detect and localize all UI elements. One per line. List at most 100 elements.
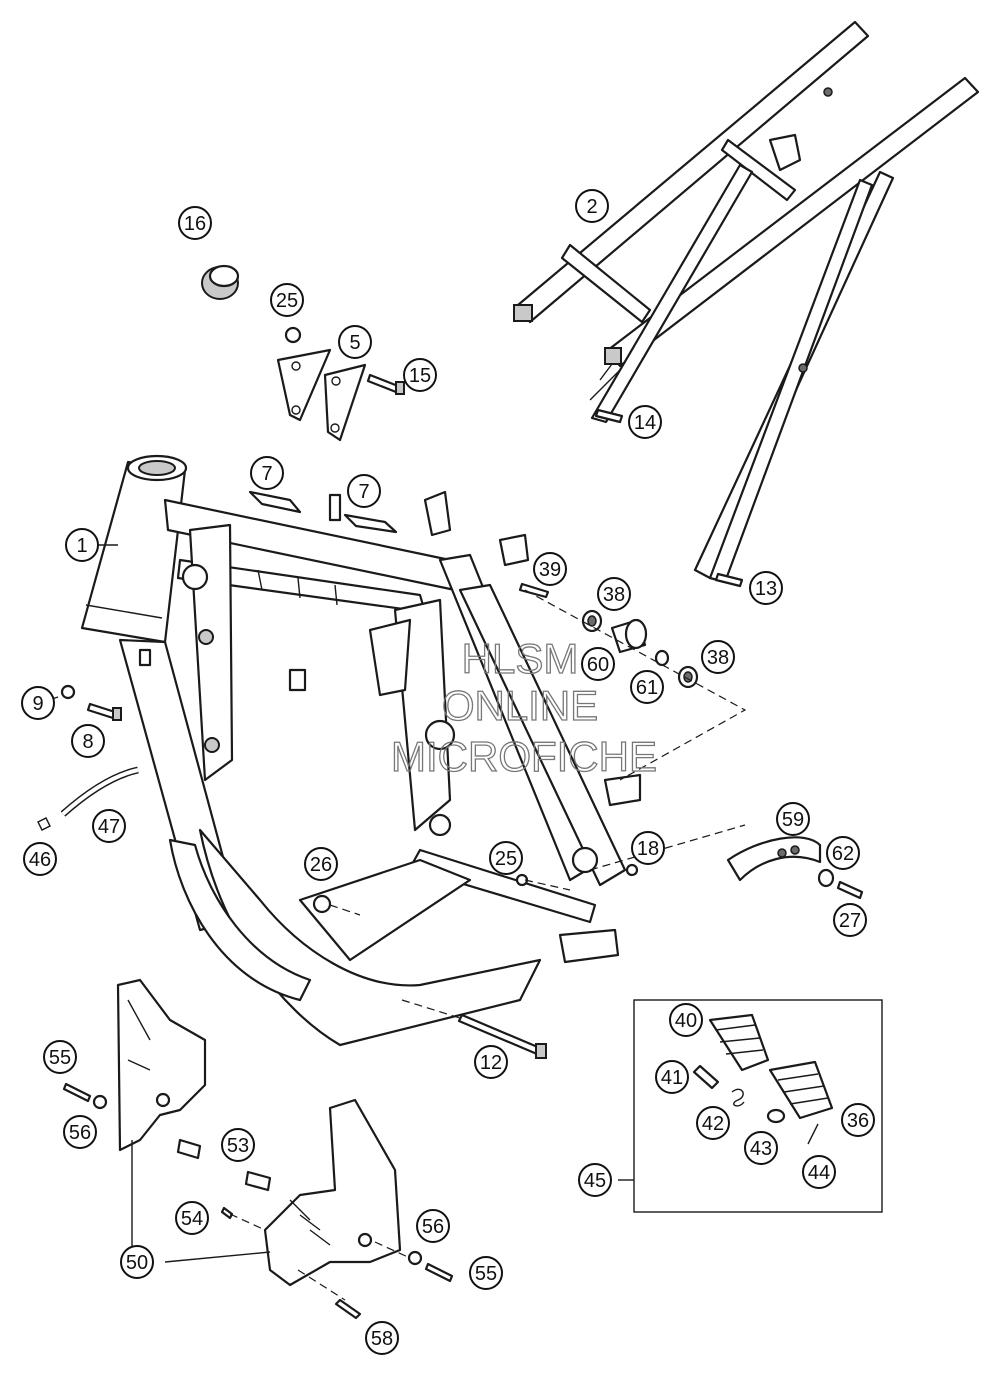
callout-label: 50: [126, 1252, 148, 1274]
callout-circle: [696, 1106, 730, 1140]
washer-38-right: [677, 665, 699, 689]
screw-54: [220, 1206, 234, 1220]
spacer-62: [817, 868, 835, 888]
callout-18: 18: [631, 831, 665, 865]
callout-label: 59: [782, 809, 804, 831]
callout-label: 41: [661, 1067, 683, 1089]
callout-9: 9: [21, 686, 55, 720]
spacer-61: [654, 649, 670, 667]
callout-circle: [304, 847, 338, 881]
spring-42: [731, 1088, 745, 1107]
callout-circle: [701, 640, 735, 674]
callout-12: 12: [474, 1045, 508, 1079]
callout-label: 40: [675, 1010, 697, 1032]
watermark-line3: MICROFICHE: [391, 733, 657, 780]
callout-label: 1: [76, 535, 87, 557]
callout-43: 43: [744, 1131, 778, 1165]
callout-47: 47: [92, 809, 126, 843]
callout-circle: [776, 802, 810, 836]
callout-38: 38: [701, 640, 735, 674]
callout-circle: [474, 1045, 508, 1079]
callout-46: 46: [23, 842, 57, 876]
callout-56: 56: [63, 1115, 97, 1149]
callout-15: 15: [403, 358, 437, 392]
callout-circle: [270, 283, 304, 317]
callout-label: 26: [310, 854, 332, 876]
callout-circle: [469, 1256, 503, 1290]
callout-circle: [175, 1201, 209, 1235]
callout-circle: [347, 474, 381, 508]
callout-60: 60: [581, 647, 615, 681]
callout-5: 5: [338, 325, 372, 359]
callout-circle: [63, 1115, 97, 1149]
callout-label: 47: [98, 816, 120, 838]
bushing-53: [176, 1138, 202, 1160]
callout-circle: [221, 1128, 255, 1162]
callout-circle: [628, 405, 662, 439]
callout-label: 42: [702, 1113, 724, 1135]
callout-25: 25: [270, 283, 304, 317]
bushing-60: [610, 618, 648, 654]
callout-56: 56: [416, 1209, 450, 1243]
callout-label: 53: [227, 1135, 249, 1157]
callout-2: 2: [575, 189, 609, 223]
callout-55: 55: [469, 1256, 503, 1290]
callout-36: 36: [841, 1103, 875, 1137]
callout-label: 25: [276, 290, 298, 312]
callout-7: 7: [347, 474, 381, 508]
callout-circle: [533, 552, 567, 586]
watermark-line1: HLSM: [462, 635, 579, 682]
washer-56-right: [407, 1250, 423, 1266]
callout-circle: [250, 456, 284, 490]
callout-58: 58: [365, 1321, 399, 1355]
main-frame: [80, 454, 642, 1047]
callout-26: 26: [304, 847, 338, 881]
screw-58: [334, 1298, 362, 1320]
callout-label: 14: [634, 412, 656, 434]
washer-56-left: [92, 1094, 108, 1110]
screw-55-left: [62, 1082, 92, 1103]
callout-39: 39: [533, 552, 567, 586]
callout-62: 62: [826, 836, 860, 870]
callout-44: 44: [802, 1155, 836, 1189]
watermark: HLSM ONLINE MICROFICHE: [390, 634, 657, 780]
callout-circle: [631, 831, 665, 865]
callout-label: 12: [480, 1052, 502, 1074]
callout-42: 42: [696, 1106, 730, 1140]
callout-label: 25: [495, 848, 517, 870]
pin-41: [692, 1064, 720, 1090]
callout-label: 56: [422, 1216, 444, 1238]
callout-54: 54: [175, 1201, 209, 1235]
screw-55-right: [424, 1262, 454, 1283]
callout-circle: [21, 686, 55, 720]
callout-circle: [597, 577, 631, 611]
callout-27: 27: [833, 903, 867, 937]
callout-14: 14: [628, 405, 662, 439]
callout-circle: [43, 1040, 77, 1074]
callout-label: 7: [261, 463, 272, 485]
callout-circle: [826, 836, 860, 870]
callout-label: 9: [32, 693, 43, 715]
callout-circle: [581, 647, 615, 681]
callout-38: 38: [597, 577, 631, 611]
bolt-8: [86, 702, 122, 721]
bolt-39: [518, 582, 550, 599]
bolt-12: [457, 1013, 547, 1059]
callout-label: 38: [707, 647, 729, 669]
callout-circle: [578, 1163, 612, 1197]
callout-circle: [489, 841, 523, 875]
nut-top: [284, 326, 302, 344]
callout-circle: [630, 670, 664, 704]
footpeg-right-36: [768, 1060, 834, 1120]
callout-circle: [338, 325, 372, 359]
washer-38-left: [581, 609, 603, 633]
bumper-18: [625, 863, 639, 877]
callout-circle: [23, 842, 57, 876]
callout-8: 8: [71, 724, 105, 758]
callout-41: 41: [655, 1060, 689, 1094]
callout-label: 58: [371, 1328, 393, 1350]
footpeg-kit-box: [618, 999, 883, 1213]
hose: [60, 766, 139, 817]
callout-circle: [749, 571, 783, 605]
frame-protector-right: [263, 1098, 402, 1287]
